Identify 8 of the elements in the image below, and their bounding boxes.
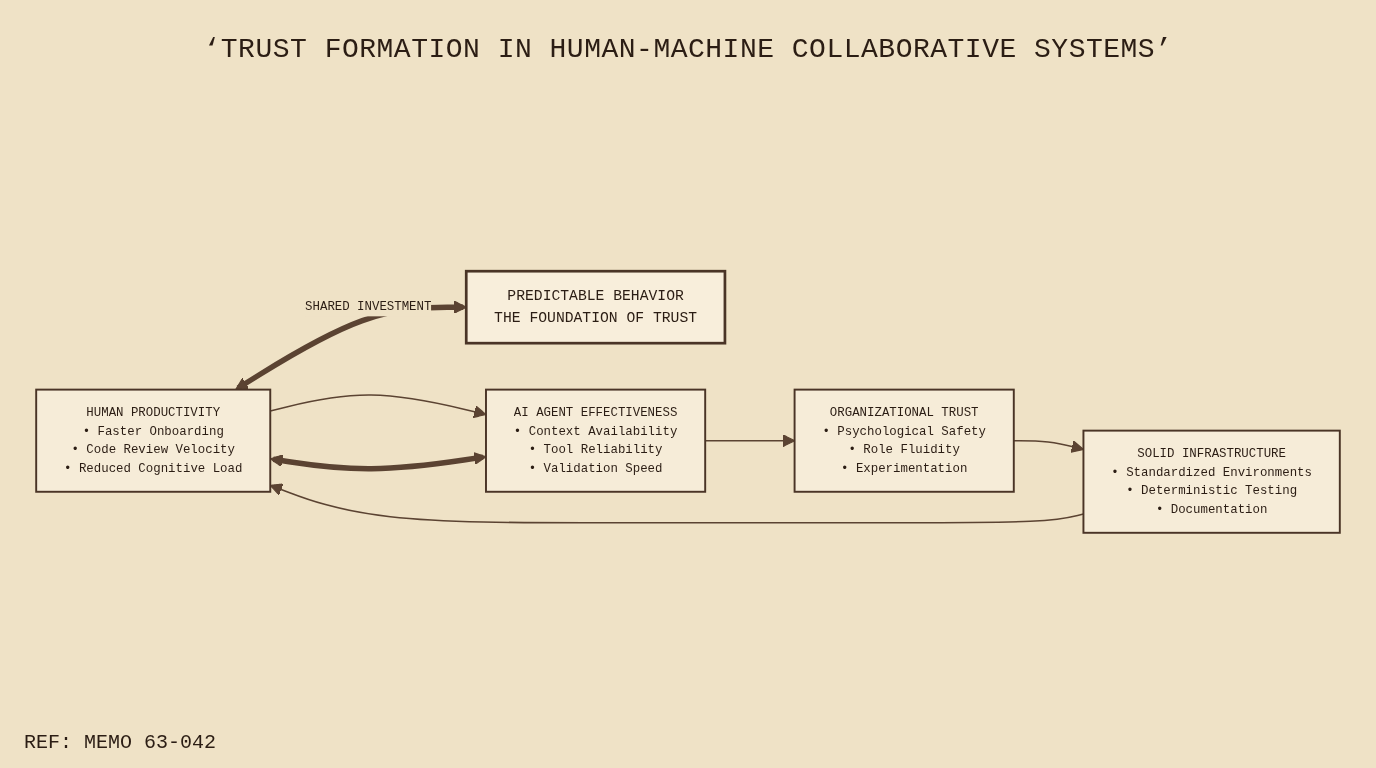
reference-note: REF: MEMO 63-042 [24,731,217,754]
node-box: HUMAN PRODUCTIVITY • Faster Onboarding • Code Review Velocity • Reduced Cognitive Load [35,388,272,493]
edge-label: SHARED INVESTMENT [305,300,432,315]
node-box: PREDICTABLE BEHAVIOR THE FOUNDATION OF TRUST [464,269,727,345]
node-box: ORGANIZATIONAL TRUST • Psychological Safety • Role Fluidity • Experimentation [793,388,1015,493]
node-box: SOLID INFRASTRUCTURE • Standardized Environments • Deterministic Testing • Documentation [1082,429,1341,534]
node-box: AI AGENT EFFECTIVENESS • Context Availability • Tool Reliability • Validation Speed [485,388,707,493]
diagram-title: ‘TRUST FORMATION IN HUMAN-MACHINE COLLABORATIVE SYSTEMS’ [203,34,1173,65]
